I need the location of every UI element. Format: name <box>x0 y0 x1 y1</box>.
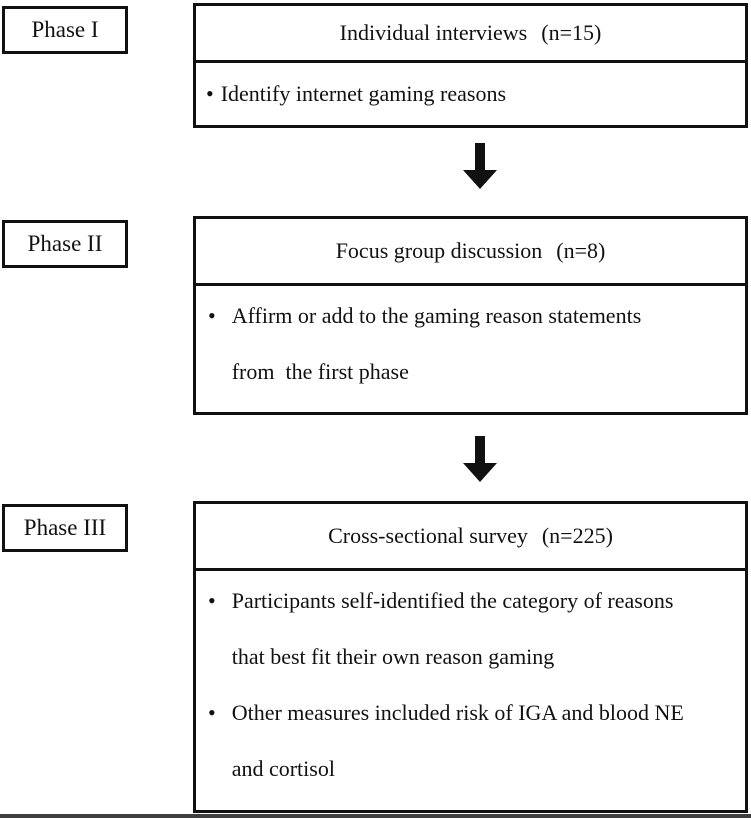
phase-2-label: Phase II <box>27 231 103 256</box>
bullet-item: • Participants self-identified the categ… <box>208 573 745 685</box>
phase-1-label: Phase I <box>31 17 99 42</box>
bullet-line: Other measures included risk of IGA and … <box>231 700 684 725</box>
down-arrow-icon <box>463 436 497 482</box>
phase-1-box: Individual interviews (n=15) • Identify … <box>193 3 748 128</box>
scan-edge-artifact <box>0 814 751 818</box>
bullet-item: • Identify internet gaming reasons <box>206 66 745 122</box>
phase-2-sample-size: (n=8) <box>556 238 606 263</box>
phase-3-sample-size: (n=225) <box>541 523 613 548</box>
bullet-line: Identify internet gaming reasons <box>220 81 507 106</box>
bullet-item: • Affirm or add to the gaming reason sta… <box>208 288 745 400</box>
phase-1-body: • Identify internet gaming reasons <box>196 63 745 125</box>
bullet-line: that best fit their own reason gaming <box>231 644 555 669</box>
phase-3-box: Cross-sectional survey (n=225) • Partici… <box>193 501 748 813</box>
bullet-item: • Other measures included risk of IGA an… <box>208 685 745 797</box>
phase-2-body: • Affirm or add to the gaming reason sta… <box>196 286 745 414</box>
bullet-line: from the first phase <box>231 359 409 384</box>
phase-3-label-box: Phase III <box>2 504 128 552</box>
phase-2-header: Focus group discussion (n=8) <box>196 219 745 286</box>
phase-2-label-box: Phase II <box>2 220 128 268</box>
bullet-line: and cortisol <box>231 756 335 781</box>
down-arrow-icon <box>463 143 497 189</box>
phase-2-box: Focus group discussion (n=8) • Affirm or… <box>193 216 748 415</box>
bullet-icon: • <box>208 700 216 725</box>
bullet-line: Participants self-identified the categor… <box>231 588 674 613</box>
phase-3-body: • Participants self-identified the categ… <box>196 571 745 812</box>
phase-1-sample-size: (n=15) <box>541 20 602 45</box>
phase-2-title: Focus group discussion <box>335 238 543 263</box>
phase-3-title: Cross-sectional survey <box>328 523 528 548</box>
phase-1-label-box: Phase I <box>2 6 128 54</box>
bullet-line: Affirm or add to the gaming reason state… <box>231 303 642 328</box>
bullet-icon: • <box>208 303 216 328</box>
phase-1-title: Individual interviews <box>339 20 528 45</box>
bullet-icon: • <box>206 81 214 106</box>
phase-3-header: Cross-sectional survey (n=225) <box>196 504 745 571</box>
phase-1-header: Individual interviews (n=15) <box>196 6 745 63</box>
phase-3-label: Phase III <box>23 515 107 540</box>
bullet-icon: • <box>208 588 216 613</box>
